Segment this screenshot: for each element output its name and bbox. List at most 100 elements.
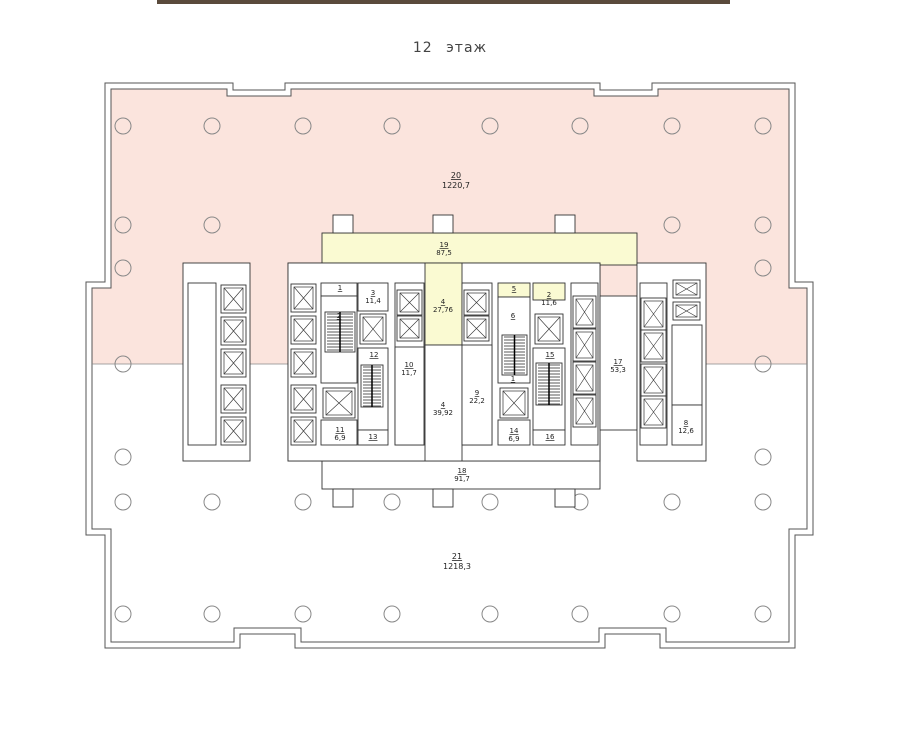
room-number: 11: [336, 426, 345, 434]
column: [663, 216, 681, 234]
room-10: [394, 346, 425, 446]
elevator-car: [325, 390, 353, 416]
elevator-cross-icon: [675, 282, 698, 296]
elevator-cross-icon: [643, 300, 664, 328]
room-number: 6: [511, 312, 516, 320]
elevator-car: [643, 398, 664, 426]
elevator-car: [675, 304, 698, 318]
room-number: 13: [369, 433, 378, 441]
elevator-car: [675, 282, 698, 296]
room-number: 5: [512, 285, 516, 293]
elevator-car: [575, 397, 594, 425]
column: [754, 117, 772, 135]
elevator-cross-icon: [466, 292, 487, 313]
elevator-car: [399, 318, 420, 339]
room-number: 18: [458, 467, 467, 475]
elevator-cross-icon: [223, 419, 244, 443]
room-label: 1: [511, 375, 515, 383]
exterior-wall-outer: [85, 82, 814, 649]
room-area: 1218,3: [443, 562, 471, 571]
elevator-car: [575, 298, 594, 326]
room-number: 4: [441, 401, 446, 409]
column: [294, 117, 312, 135]
column: [481, 493, 499, 511]
room-11: [320, 419, 358, 446]
column: [754, 493, 772, 511]
room-17: [599, 295, 638, 431]
room-shaft-e: [671, 324, 703, 406]
room-number: 17: [614, 358, 623, 366]
room-area: 22,2: [469, 397, 485, 405]
column: [663, 605, 681, 623]
room-area: 87,5: [436, 249, 452, 257]
elevator-car: [223, 387, 244, 411]
elevator-car: [293, 351, 314, 375]
elevator-cross-icon: [293, 286, 314, 310]
room-4-lobby: [424, 344, 463, 462]
room-number: 14: [510, 427, 519, 435]
elevator-cross-icon: [223, 287, 244, 311]
room-number: 8: [684, 419, 688, 427]
elevator-car: [537, 316, 561, 342]
column: [754, 355, 772, 373]
room-number: 3: [371, 289, 375, 297]
elevator-cross-icon: [399, 292, 420, 313]
column: [571, 117, 589, 135]
floor-title: 12 этаж: [412, 40, 488, 56]
room-label: 2: [337, 312, 341, 320]
column: [571, 605, 589, 623]
room-number: 9: [475, 389, 479, 397]
room-label: 1: [338, 284, 342, 292]
room-number: 16: [546, 433, 555, 441]
elevator-car: [362, 316, 384, 342]
room-number: 2: [337, 312, 341, 320]
room-area: 6,9: [334, 434, 345, 442]
column: [754, 448, 772, 466]
room-13: [357, 429, 389, 446]
elevator-car: [399, 292, 420, 313]
room-area: 91,7: [454, 475, 470, 483]
elevator-cross-icon: [466, 318, 487, 339]
duct-shaft: [554, 488, 576, 508]
duct-shaft: [332, 214, 354, 234]
elevator-car: [223, 419, 244, 443]
header-photo-strip: [157, 0, 730, 4]
room-label: 5: [512, 285, 516, 293]
elevator-cross-icon: [643, 332, 664, 360]
room-label: 15: [546, 351, 555, 359]
elevator-car: [643, 300, 664, 328]
elevator-cross-icon: [223, 387, 244, 411]
elevator-car: [643, 332, 664, 360]
column: [203, 117, 221, 135]
room-19: [321, 232, 638, 266]
room-2b: [532, 282, 566, 301]
duct-shaft: [554, 214, 576, 234]
elevator-car: [643, 366, 664, 394]
column: [663, 117, 681, 135]
elevator-cross-icon: [293, 351, 314, 375]
column: [383, 605, 401, 623]
elevator-cross-icon: [293, 318, 314, 342]
room-area: 27,76: [433, 306, 454, 314]
elevator-cross-icon: [675, 304, 698, 318]
room-area: 39,92: [433, 409, 453, 417]
elevator-car: [293, 419, 314, 443]
elevator-car: [466, 292, 487, 313]
elevator-cross-icon: [223, 351, 244, 375]
elevator-cross-icon: [643, 398, 664, 426]
room-label: 6: [511, 312, 516, 320]
column: [114, 448, 132, 466]
elevator-cross-icon: [575, 397, 594, 425]
